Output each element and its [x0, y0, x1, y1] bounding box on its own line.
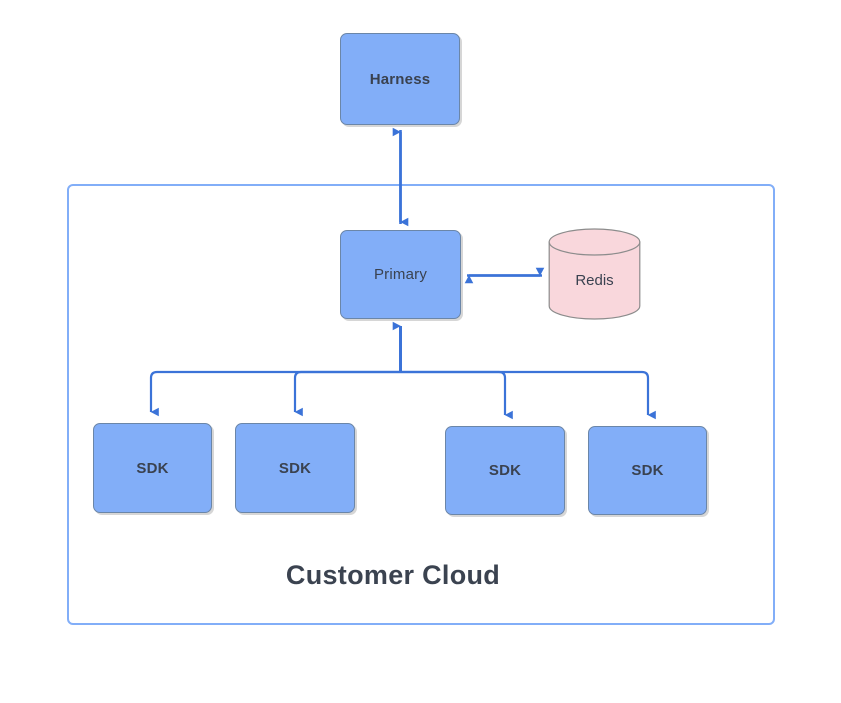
node-redis-label: Redis [575, 271, 614, 289]
customer-cloud-title: Customer Cloud [285, 560, 501, 590]
customer-cloud-container [67, 184, 775, 625]
node-harness[interactable]: Harness [340, 33, 460, 125]
node-sdk-2[interactable]: SDK [235, 423, 355, 513]
node-redis[interactable]: Redis [548, 228, 641, 320]
node-sdk-4-label: SDK [631, 462, 664, 479]
node-primary[interactable]: Primary [340, 230, 461, 319]
node-sdk-1[interactable]: SDK [93, 423, 212, 513]
node-sdk-3[interactable]: SDK [445, 426, 565, 515]
cylinder-icon [548, 228, 641, 320]
node-sdk-3-label: SDK [488, 462, 522, 479]
node-sdk-2-label: SDK [278, 459, 312, 477]
node-sdk-4[interactable]: SDK [588, 426, 707, 515]
node-sdk-1-label: SDK [136, 459, 169, 477]
node-harness-label: Harness [369, 70, 431, 88]
node-primary-label: Primary [373, 266, 428, 283]
